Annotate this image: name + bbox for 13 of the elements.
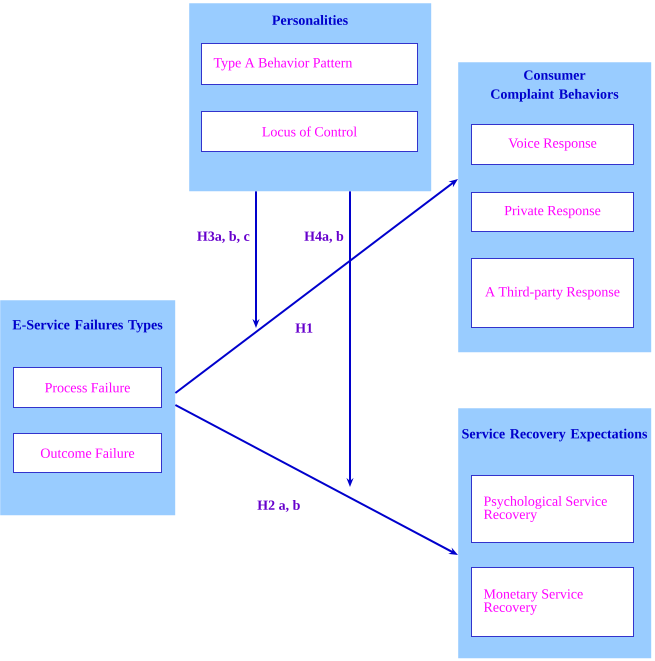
edge-label: H4a, b [303,230,345,244]
text-box: Monetary Service Recovery [471,567,634,637]
edge-label: H2 a, b [256,499,302,513]
edge-label: H3a, b, c [196,230,251,244]
text-box: Voice Response [471,124,634,165]
text-box: Outcome Failure [13,433,162,473]
text-box: Locus of Control [201,111,418,152]
text-box: Type A Behavior Pattern [201,43,418,85]
text-box: Process Failure [13,367,162,408]
edge-label: H1 [294,322,314,334]
text-box: Private Response [471,192,634,232]
text-box: A Third-party Response [471,258,634,328]
text-box: Psychological Service Recovery [471,475,634,543]
